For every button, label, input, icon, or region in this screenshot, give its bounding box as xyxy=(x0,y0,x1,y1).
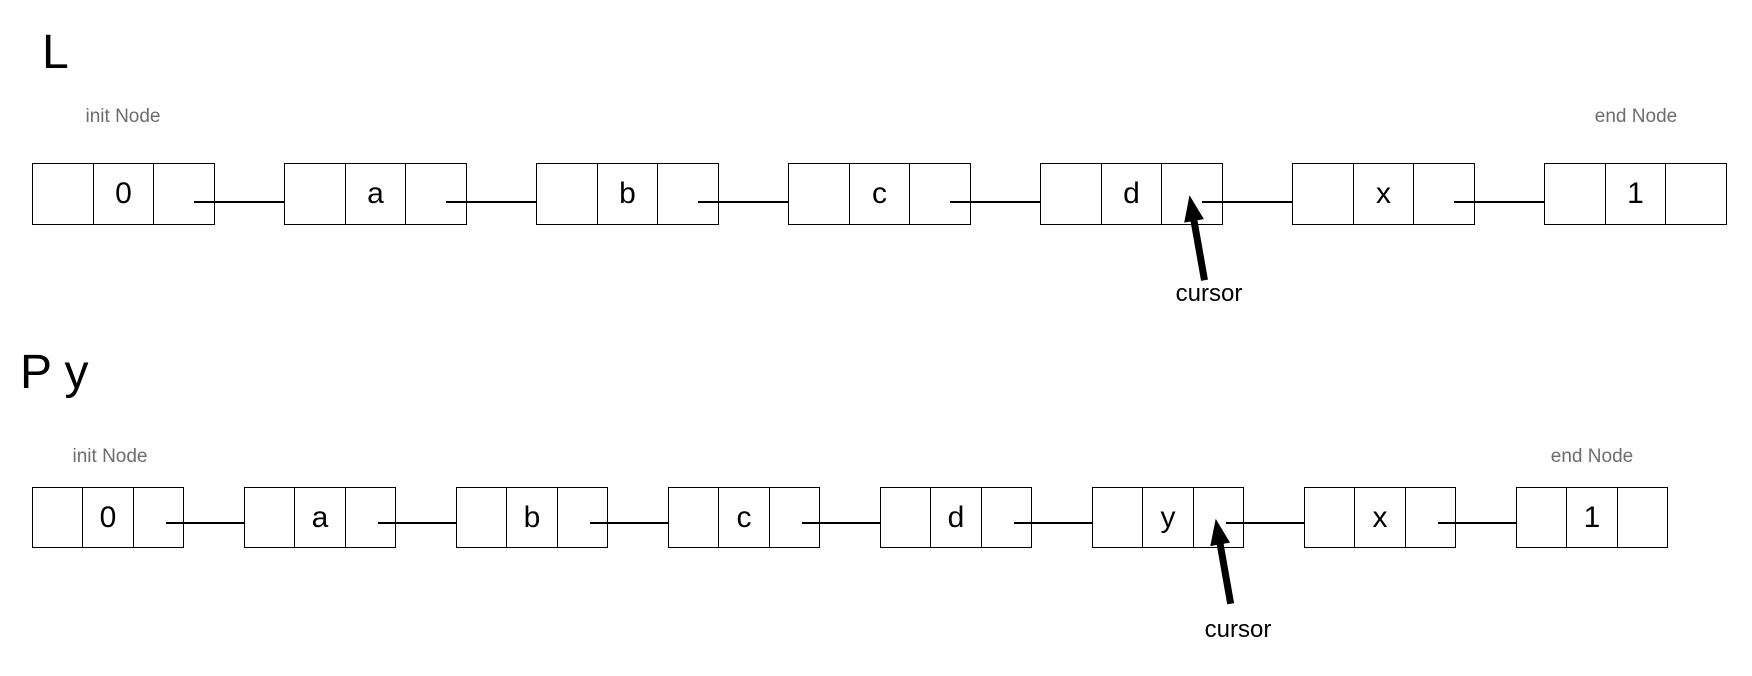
node-value-cell: a xyxy=(344,164,406,224)
init-node-label: init Node xyxy=(72,446,148,467)
node-value: a xyxy=(311,500,329,534)
next-pointer-line xyxy=(1226,522,1322,524)
node-prev-cell xyxy=(881,488,930,547)
node-next-cell xyxy=(1616,488,1667,547)
node-value-cell: d xyxy=(1100,164,1162,224)
node-value: 0 xyxy=(99,500,117,534)
node-value: 1 xyxy=(1583,500,1601,534)
node-prev-cell xyxy=(789,164,849,224)
node-prev-cell xyxy=(285,164,345,224)
node-next-cell xyxy=(768,488,819,547)
node-value-cell: 0 xyxy=(92,164,154,224)
node-prev-cell xyxy=(1517,488,1566,547)
end-node-label: end Node xyxy=(1550,446,1634,467)
node-next-cell xyxy=(1404,488,1455,547)
node-value-cell: a xyxy=(294,488,344,547)
node-box-item-b: b xyxy=(536,163,719,225)
node-value-cell: y xyxy=(1142,488,1192,547)
node-next-cell xyxy=(1413,164,1474,224)
node-prev-cell xyxy=(1293,164,1353,224)
node-prev-cell xyxy=(457,488,506,547)
node-next-cell xyxy=(132,488,183,547)
node-prev-cell xyxy=(537,164,597,224)
node-value: d xyxy=(1123,177,1140,210)
node-box-end-1: 1 xyxy=(1544,163,1727,225)
list-title-Py: P y xyxy=(20,346,89,399)
node-box-end-1: 1 xyxy=(1516,487,1668,548)
node-value-cell: 1 xyxy=(1604,164,1666,224)
node-box-item-d: d xyxy=(880,487,1032,548)
node-prev-cell xyxy=(1041,164,1101,224)
node-box-item-c: c xyxy=(788,163,971,225)
node-value: c xyxy=(736,500,752,534)
node-value-cell: c xyxy=(718,488,768,547)
node-box-item-x: x xyxy=(1292,163,1475,225)
node-value: b xyxy=(619,177,636,210)
node-value: c xyxy=(872,177,887,210)
node-value-cell: b xyxy=(506,488,556,547)
node-value: 1 xyxy=(1627,177,1644,210)
node-value-cell: b xyxy=(596,164,658,224)
node-value-cell: x xyxy=(1354,488,1404,547)
node-value-cell: d xyxy=(930,488,980,547)
node-next-cell xyxy=(980,488,1031,547)
next-pointer-line xyxy=(1014,522,1110,524)
cursor-label: cursor xyxy=(1175,280,1243,307)
node-value: a xyxy=(367,177,384,210)
node-value-cell: 1 xyxy=(1566,488,1616,547)
next-pointer-line xyxy=(193,201,306,203)
next-pointer-line xyxy=(949,201,1062,203)
node-value-cell: 0 xyxy=(82,488,132,547)
node-value: 0 xyxy=(115,177,132,210)
list-title-L: L xyxy=(42,26,69,79)
node-next-cell xyxy=(657,164,718,224)
node-next-cell xyxy=(909,164,970,224)
node-prev-cell xyxy=(33,488,82,547)
node-prev-cell xyxy=(33,164,93,224)
node-box-item-y: y xyxy=(1092,487,1244,548)
node-box-item-d: d xyxy=(1040,163,1223,225)
node-box-item-a: a xyxy=(284,163,467,225)
next-pointer-line xyxy=(1201,201,1314,203)
node-next-cell xyxy=(153,164,214,224)
next-pointer-line xyxy=(590,522,686,524)
next-pointer-line xyxy=(445,201,558,203)
cursor-label: cursor xyxy=(1204,616,1272,643)
node-box-item-b: b xyxy=(456,487,608,548)
end-node-label: end Node xyxy=(1594,106,1678,127)
node-value: x xyxy=(1372,500,1388,534)
node-prev-cell xyxy=(669,488,718,547)
next-pointer-line xyxy=(378,522,474,524)
node-value-cell: x xyxy=(1352,164,1414,224)
node-value: b xyxy=(523,500,541,534)
next-pointer-line xyxy=(166,522,262,524)
node-prev-cell xyxy=(1093,488,1142,547)
node-next-cell xyxy=(1665,164,1726,224)
next-pointer-line xyxy=(802,522,898,524)
node-prev-cell xyxy=(1545,164,1605,224)
node-value: x xyxy=(1376,177,1391,210)
node-box-item-a: a xyxy=(244,487,396,548)
node-next-cell xyxy=(1192,488,1243,547)
node-next-cell xyxy=(405,164,466,224)
next-pointer-line xyxy=(1453,201,1566,203)
node-next-cell xyxy=(344,488,395,547)
node-value: y xyxy=(1160,500,1176,534)
node-value: d xyxy=(947,500,965,534)
node-box-item-x: x xyxy=(1304,487,1456,548)
next-pointer-line xyxy=(1438,522,1534,524)
node-next-cell xyxy=(1161,164,1222,224)
node-next-cell xyxy=(556,488,607,547)
node-prev-cell xyxy=(1305,488,1354,547)
node-value-cell: c xyxy=(848,164,910,224)
node-prev-cell xyxy=(245,488,294,547)
node-box-init-0: 0 xyxy=(32,163,215,225)
node-box-item-c: c xyxy=(668,487,820,548)
next-pointer-line xyxy=(697,201,810,203)
init-node-label: init Node xyxy=(85,106,161,127)
node-box-init-0: 0 xyxy=(32,487,184,548)
